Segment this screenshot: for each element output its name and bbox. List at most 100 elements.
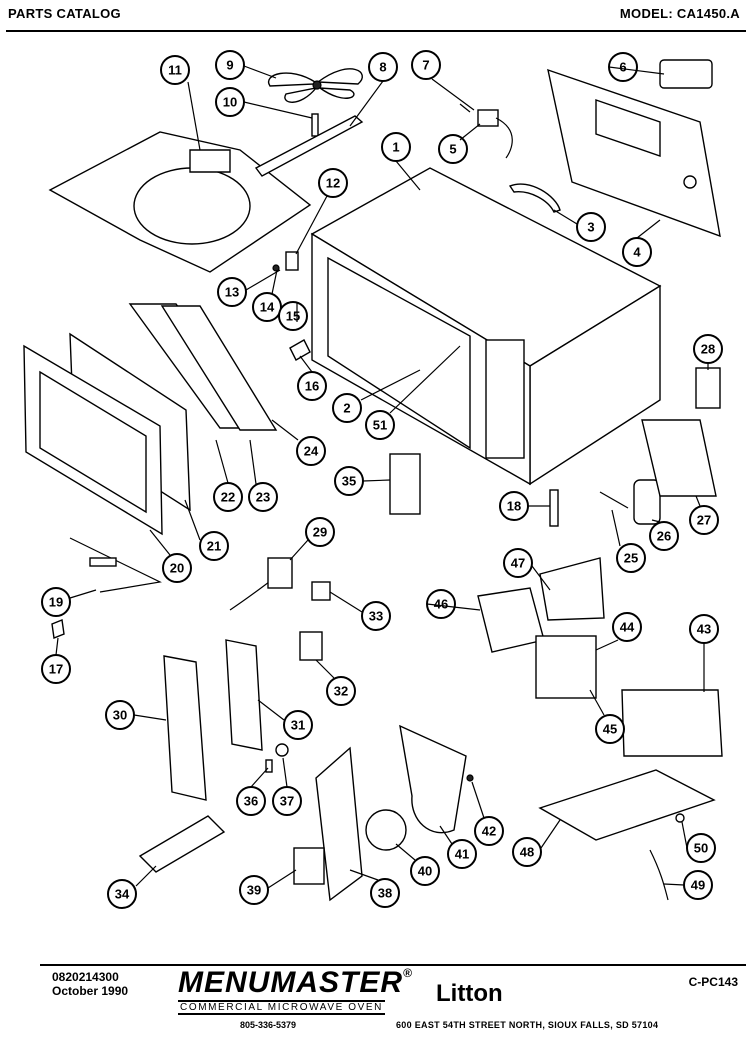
callout-40: 40: [410, 856, 440, 886]
svg-text:23: 23: [256, 490, 270, 505]
svg-text:42: 42: [482, 824, 496, 839]
callout-35: 35: [334, 466, 364, 496]
part-harness-switches: [229, 557, 331, 661]
callout-11: 11: [160, 55, 190, 85]
svg-text:17: 17: [49, 662, 63, 677]
callout-27: 27: [689, 505, 719, 535]
callout-30: 30: [105, 700, 135, 730]
svg-text:13: 13: [225, 285, 239, 300]
svg-text:31: 31: [291, 718, 305, 733]
svg-text:16: 16: [305, 379, 319, 394]
callout-3: 3: [576, 212, 606, 242]
doc-number: 0820214300: [52, 970, 119, 984]
svg-text:6: 6: [619, 60, 626, 75]
callout-42: 42: [474, 816, 504, 846]
part-latch-set: [51, 537, 162, 639]
part-top-plate: [48, 131, 312, 273]
part-bracket: [254, 115, 364, 177]
svg-text:44: 44: [620, 620, 635, 635]
brand-subtitle: COMMERCIAL MICROWAVE OVEN: [178, 1000, 385, 1015]
part-stud: [311, 113, 319, 137]
svg-text:38: 38: [378, 886, 392, 901]
callout-24: 24: [296, 436, 326, 466]
part-stirrer-fan: [267, 68, 363, 103]
svg-text:40: 40: [418, 864, 432, 879]
svg-text:30: 30: [113, 708, 127, 723]
part-base-plate: [538, 769, 716, 901]
part-door-assembly: [23, 303, 278, 536]
model-number: MODEL: CA1450.A: [619, 6, 740, 21]
svg-text:29: 29: [313, 525, 327, 540]
svg-text:48: 48: [520, 845, 534, 860]
footer-rule: [40, 964, 746, 966]
part-gasket-strip: [508, 183, 561, 213]
svg-text:39: 39: [247, 883, 261, 898]
svg-text:50: 50: [694, 841, 708, 856]
callout-25: 25: [616, 543, 646, 573]
svg-text:27: 27: [697, 513, 711, 528]
callout-51: 51: [365, 410, 395, 440]
part-hv-components: [549, 367, 721, 527]
svg-text:7: 7: [422, 58, 429, 73]
callout-43: 43: [689, 614, 719, 644]
callout-12: 12: [318, 168, 348, 198]
svg-text:18: 18: [507, 499, 521, 514]
part-blower-assembly: [293, 724, 474, 902]
part-interlock-switch: [389, 453, 421, 515]
callout-49: 49: [683, 870, 713, 900]
svg-text:10: 10: [223, 95, 237, 110]
callout-44: 44: [612, 612, 642, 642]
svg-text:51: 51: [373, 418, 387, 433]
svg-text:11: 11: [168, 63, 182, 78]
svg-text:3: 3: [587, 220, 594, 235]
svg-text:41: 41: [455, 847, 469, 862]
svg-text:25: 25: [624, 551, 638, 566]
callout-2: 2: [332, 393, 362, 423]
brand-logo: MENUMASTER®: [178, 966, 413, 1000]
brand-reg-mark: ®: [403, 966, 413, 980]
svg-text:43: 43: [697, 622, 711, 637]
callout-50: 50: [686, 833, 716, 863]
callout-39: 39: [239, 875, 269, 905]
callout-13: 13: [217, 277, 247, 307]
callout-9: 9: [215, 50, 245, 80]
svg-text:19: 19: [49, 595, 63, 610]
callout-47: 47: [503, 548, 533, 578]
callout-29: 29: [305, 517, 335, 547]
svg-text:28: 28: [701, 342, 715, 357]
footer-doc-info: 0820214300 October 1990: [52, 970, 128, 998]
callout-37: 37: [272, 786, 302, 816]
callout-15: 15: [278, 301, 308, 331]
callout-38: 38: [370, 878, 400, 908]
svg-text:4: 4: [633, 245, 641, 260]
svg-text:32: 32: [334, 684, 348, 699]
svg-text:2: 2: [343, 401, 350, 416]
callout-5: 5: [438, 134, 468, 164]
callout-10: 10: [215, 87, 245, 117]
header-rule: [6, 30, 746, 32]
part-control-panel: [163, 655, 207, 801]
part-back-panel: [547, 59, 721, 238]
callout-4: 4: [622, 237, 652, 267]
part-membrane: [225, 639, 263, 751]
callout-7: 7: [411, 50, 441, 80]
svg-text:46: 46: [434, 597, 448, 612]
callout-28: 28: [693, 334, 723, 364]
callout-45: 45: [595, 714, 625, 744]
callout-14: 14: [252, 292, 282, 322]
part-outer-cabinet: [310, 167, 662, 486]
phone-number: 805-336-5379: [240, 1020, 297, 1030]
part-control-board: [138, 815, 226, 873]
callout-1: 1: [381, 132, 411, 162]
catalog-title: PARTS CATALOG: [8, 6, 121, 21]
svg-text:5: 5: [449, 142, 456, 157]
svg-text:26: 26: [657, 529, 671, 544]
svg-text:15: 15: [286, 309, 300, 324]
svg-text:37: 37: [280, 794, 294, 809]
callout-31: 31: [283, 710, 313, 740]
exploded-parts-diagram: 1 2 3 4 5 6 7 8 9 10 11 12 13 14 15 16 1…: [23, 50, 723, 909]
svg-text:45: 45: [603, 722, 617, 737]
callout-19: 19: [41, 587, 71, 617]
callout-17: 17: [41, 654, 71, 684]
callout-16: 16: [297, 371, 327, 401]
